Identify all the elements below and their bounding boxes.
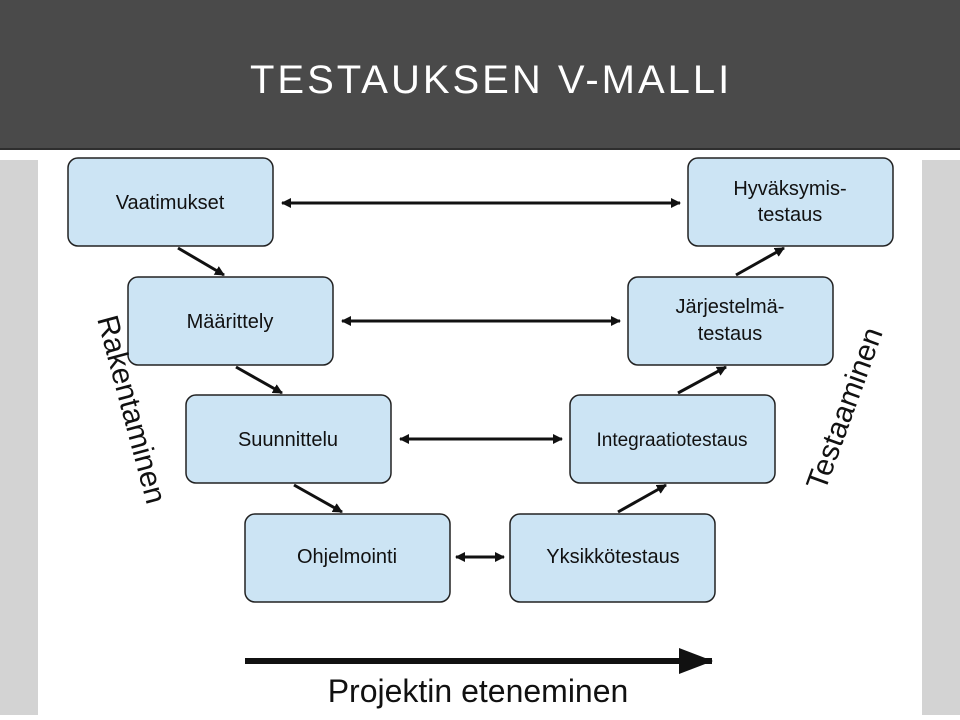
arrow-maarittely-suunnittelu [235,365,283,395]
arrow-integraatio-jarjestelma [677,365,727,395]
box-suunnittelu: Suunnittelu [185,394,392,484]
slide-header: TESTAUKSEN V-MALLI [0,0,960,150]
right-side-bar [922,160,960,715]
box-yksikkotestaus-label: Yksikkötestaus [546,546,679,568]
bottom-label: Projektin eteneminen [328,673,629,709]
box-jarjestelmatestaus-label-1: Järjestelmä- [676,296,785,318]
arrow-yksikko-integraatio [617,483,667,514]
box-hyvaksymistestaus: Hyväksymis- testaus [687,157,894,247]
slide-title: TESTAUKSEN V-MALLI [250,58,733,102]
arrow-jarjestelma-hyvaksymis [735,246,785,277]
box-hyvaksymistestaus-label-2: testaus [758,204,822,226]
left-side-bar [0,160,38,715]
box-suunnittelu-label: Suunnittelu [238,429,338,451]
box-yksikkotestaus: Yksikkötestaus [509,513,716,603]
arrow-suunnittelu-ohjelmointi [293,483,343,514]
v-model-svg: Vaatimukset Määrittely Suunnittelu Ohjel… [67,157,894,709]
box-ohjelmointi: Ohjelmointi [244,513,451,603]
box-ohjelmointi-label: Ohjelmointi [297,546,397,568]
box-maarittely-label: Määrittely [187,311,274,333]
box-vaatimukset-label: Vaatimukset [116,192,225,214]
box-jarjestelmatestaus: Järjestelmä- testaus [627,276,834,366]
box-maarittely: Määrittely [127,276,334,366]
box-jarjestelmatestaus-label-2: testaus [698,323,762,345]
box-integraatiotestaus: Integraatiotestaus [569,394,776,484]
box-integraatiotestaus-label: Integraatiotestaus [596,430,747,451]
arrow-vaatimukset-maarittely [177,246,225,277]
v-model-diagram: Vaatimukset Määrittely Suunnittelu Ohjel… [38,150,922,715]
box-vaatimukset: Vaatimukset [67,157,274,247]
box-hyvaksymistestaus-label-1: Hyväksymis- [733,178,846,200]
